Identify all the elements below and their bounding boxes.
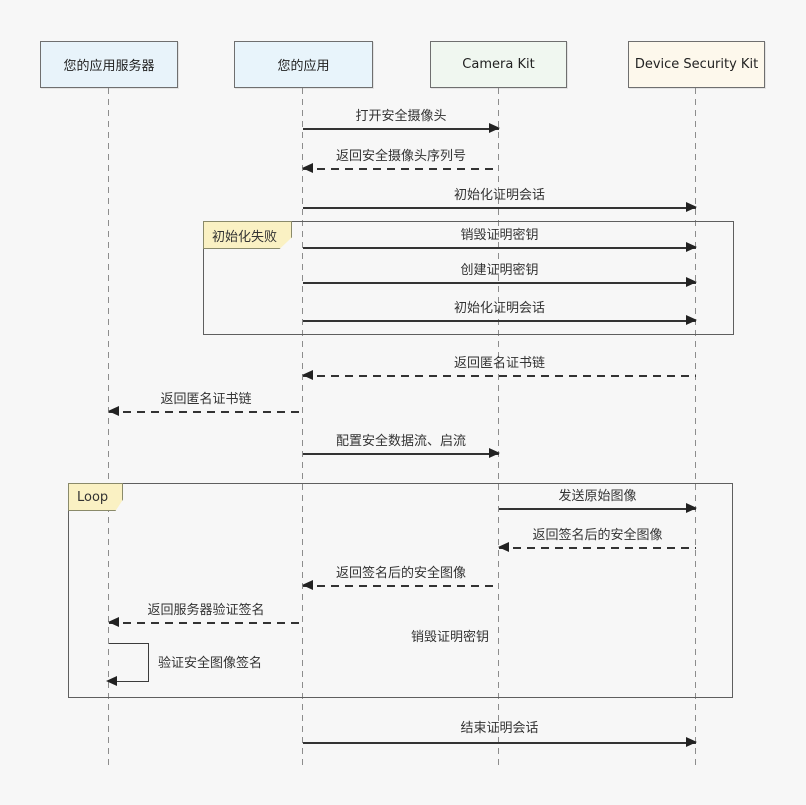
frame-label-loop: Loop (68, 483, 124, 511)
message-arrow (302, 370, 696, 380)
message-create-attestation-key: 创建证明密钥 (303, 262, 697, 287)
message-label: 返回匿名证书链 (453, 356, 545, 371)
participant-label: Device Security Kit (634, 57, 759, 72)
arrowhead-left-icon (302, 163, 313, 173)
arrowhead-left-icon (302, 370, 313, 380)
arrowhead-right-icon (686, 277, 697, 287)
message-return-signed-image-to-app: 返回签名后的安全图像 (302, 565, 499, 590)
message-arrow (303, 242, 697, 252)
message-config-secure-stream: 配置安全数据流、启流 (303, 433, 500, 458)
message-arrow (303, 315, 697, 325)
arrowhead-left-icon (108, 406, 119, 416)
participant-label: Camera Kit (462, 57, 535, 72)
message-arrow (302, 580, 499, 590)
participant-label: 您的应用服务器 (63, 59, 155, 74)
frame-label-init-failure: 初始化失败 (203, 221, 293, 249)
self-message-loop (109, 643, 149, 682)
arrowhead-right-icon (686, 315, 697, 325)
message-return-anon-cert-chain-to-server: 返回匿名证书链 (108, 391, 303, 416)
message-label: 打开安全摄像头 (355, 109, 447, 124)
participant-camera-kit: Camera Kit (430, 41, 567, 88)
arrowhead-left-icon (498, 542, 509, 552)
message-label: 返回服务器验证签名 (147, 603, 265, 618)
message-label: 初始化证明会话 (453, 188, 545, 203)
message-label: 配置安全数据流、启流 (335, 434, 466, 449)
message-label: 返回签名后的安全图像 (335, 566, 466, 581)
message-arrow (303, 123, 500, 133)
message-arrow (303, 277, 697, 287)
message-return-signed-image: 返回签名后的安全图像 (498, 527, 696, 552)
message-label: 创建证明密钥 (460, 263, 539, 278)
message-return-camera-serial: 返回安全摄像头序列号 (302, 148, 499, 173)
message-label: 返回匿名证书链 (160, 392, 252, 407)
message-label: 发送原始图像 (558, 489, 637, 504)
message-arrow (499, 503, 697, 513)
message-destroy-attestation-key-label: 销毁证明密钥 (350, 629, 550, 647)
loop-frame (68, 483, 733, 698)
message-label: 初始化证明会话 (453, 301, 545, 316)
message-label: 销毁证明密钥 (410, 630, 489, 645)
arrowhead-left-icon (108, 617, 119, 627)
message-label: 结束证明会话 (460, 721, 539, 736)
message-open-secure-camera: 打开安全摄像头 (303, 108, 500, 133)
lifeline-app-server (108, 88, 109, 765)
message-arrow (108, 406, 303, 416)
message-label: 销毁证明密钥 (460, 228, 539, 243)
arrowhead-right-icon (686, 503, 697, 513)
message-return-server-verify-signature: 返回服务器验证签名 (108, 602, 303, 627)
participant-label: 您的应用 (277, 59, 330, 74)
arrowhead-left-icon (302, 580, 313, 590)
message-return-anon-cert-chain: 返回匿名证书链 (302, 355, 696, 380)
lifeline-app (302, 88, 303, 765)
message-init-attestation-session: 初始化证明会话 (303, 187, 697, 212)
arrowhead-right-icon (686, 242, 697, 252)
message-label: 验证安全图像签名 (158, 656, 263, 671)
arrowhead-right-icon (489, 123, 500, 133)
message-label: 返回签名后的安全图像 (532, 528, 663, 543)
lifeline-camera-kit (498, 88, 499, 765)
message-arrow (108, 617, 303, 627)
message-init-attestation-session-retry: 初始化证明会话 (303, 300, 697, 325)
message-label: 返回安全摄像头序列号 (335, 149, 466, 164)
message-arrow (302, 163, 499, 173)
arrowhead-right-icon (686, 202, 697, 212)
message-end-attestation-session: 结束证明会话 (303, 720, 697, 747)
alt-frame-init-failure (203, 221, 734, 335)
arrowhead-left-icon (106, 676, 117, 686)
message-arrow (498, 542, 696, 552)
arrowhead-right-icon (489, 448, 500, 458)
arrowhead-right-icon (686, 737, 697, 747)
message-arrow (303, 448, 500, 458)
participant-device-security-kit: Device Security Kit (628, 41, 765, 88)
lifeline-device-security-kit (695, 88, 696, 765)
participant-app: 您的应用 (234, 41, 373, 88)
participant-app-server: 您的应用服务器 (40, 41, 178, 88)
message-destroy-attestation-key: 销毁证明密钥 (303, 227, 697, 252)
message-arrow (303, 737, 697, 747)
message-send-raw-image: 发送原始图像 (499, 488, 697, 513)
message-arrow (303, 202, 697, 212)
